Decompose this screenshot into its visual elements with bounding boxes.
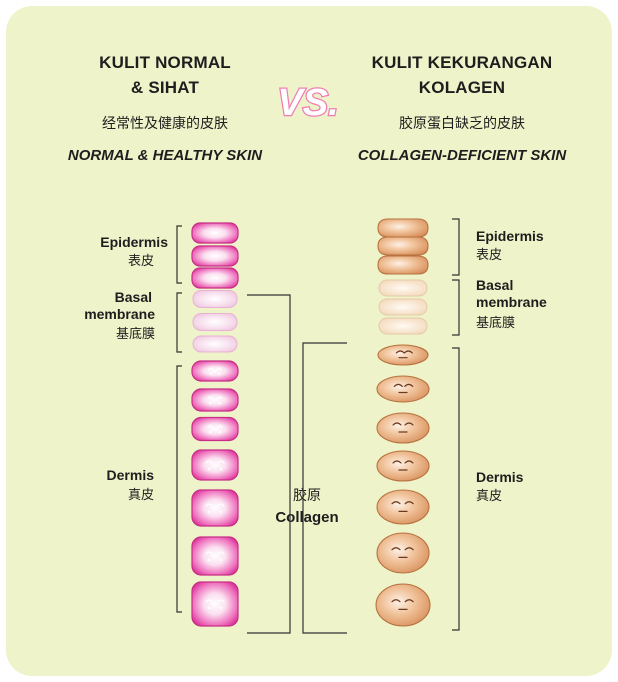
healthy-skin-column (192, 223, 238, 626)
right-epidermis-bracket (452, 219, 459, 275)
dermis-cell (377, 533, 429, 573)
dermis-cell (377, 490, 429, 524)
epidermis-cell (192, 246, 238, 266)
right-brackets (452, 219, 459, 630)
dermis-cell (192, 582, 238, 626)
basal-cell (193, 314, 237, 331)
right-collagen-line (303, 343, 347, 633)
basal-cell (193, 336, 237, 352)
epidermis-cell (378, 237, 428, 255)
basal-cell (379, 318, 427, 334)
left-epidermis-bracket (177, 226, 182, 283)
dermis-cell (378, 345, 428, 365)
deficient-skin-column (376, 219, 430, 626)
dermis-cell (192, 490, 238, 526)
left-collagen-line (247, 295, 290, 633)
dermis-cell (377, 451, 429, 481)
dermis-cell (192, 361, 238, 381)
dermis-cell (377, 376, 429, 402)
left-basal-bracket (177, 293, 182, 352)
basal-cell (379, 299, 427, 315)
epidermis-cell (378, 256, 428, 274)
dermis-cell (192, 537, 238, 575)
dermis-cell (192, 389, 238, 411)
right-basal-bracket (452, 280, 459, 335)
dermis-cell (192, 450, 238, 480)
epidermis-cell (192, 268, 238, 288)
left-brackets (177, 226, 182, 612)
dermis-cell (376, 584, 430, 626)
right-dermis-bracket (452, 348, 459, 630)
dermis-cell (192, 418, 238, 441)
epidermis-cell (378, 219, 428, 237)
dermis-cell (377, 413, 429, 443)
left-dermis-bracket (177, 366, 182, 612)
basal-cell (193, 291, 237, 308)
basal-cell (379, 280, 427, 296)
epidermis-cell (192, 223, 238, 243)
